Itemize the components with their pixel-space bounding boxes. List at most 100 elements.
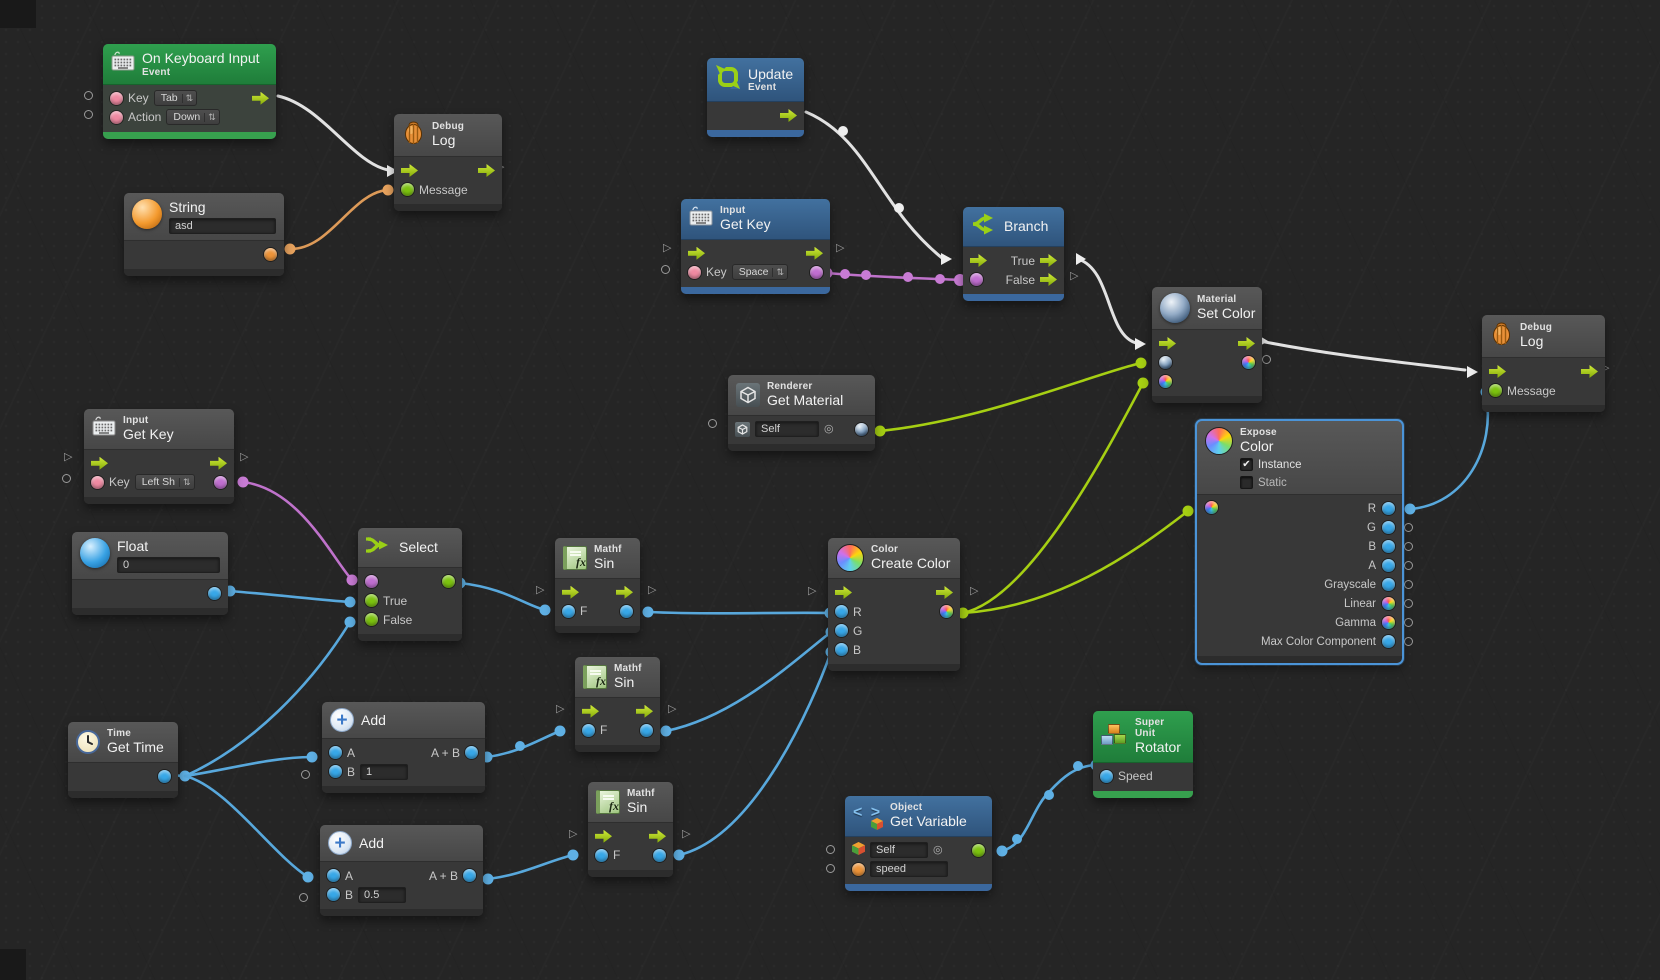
flow-in-port[interactable] xyxy=(835,586,852,599)
a-output-port[interactable] xyxy=(1382,559,1395,572)
flow-in-port[interactable] xyxy=(91,456,108,470)
a-input-port[interactable] xyxy=(327,869,340,882)
key-output-port[interactable] xyxy=(214,475,227,489)
flow-out-port[interactable] xyxy=(636,704,653,718)
flow-in-port[interactable] xyxy=(1159,337,1176,350)
color-output-port[interactable] xyxy=(1242,356,1255,369)
color-input-port[interactable] xyxy=(1159,375,1172,388)
variable-name-port[interactable] xyxy=(852,862,865,876)
key-dropdown[interactable]: Left Sh⇅ xyxy=(134,474,195,491)
key-input-port[interactable] xyxy=(110,91,123,105)
grayscale-output-port[interactable] xyxy=(1382,578,1395,591)
flow-out-port[interactable] xyxy=(649,829,666,843)
r-output-port[interactable] xyxy=(1382,502,1395,515)
string-output-port[interactable] xyxy=(264,247,277,261)
material-output-port[interactable] xyxy=(855,422,868,436)
key-input-port[interactable] xyxy=(91,475,104,489)
node-update-event[interactable]: Update Event xyxy=(707,58,804,137)
flow-out-port[interactable] xyxy=(478,164,495,177)
flow-in-port[interactable] xyxy=(582,704,599,718)
speed-input-port[interactable] xyxy=(1100,769,1113,783)
condition-input-port[interactable] xyxy=(365,575,378,588)
r-input-port[interactable] xyxy=(835,605,848,618)
sum-output-port[interactable] xyxy=(465,746,478,759)
linear-output-port[interactable] xyxy=(1382,597,1395,610)
b-value-field[interactable]: 1 xyxy=(360,763,409,780)
flow-in-port[interactable] xyxy=(562,585,579,599)
node-on-keyboard-input[interactable]: On Keyboard Input Event Key Tab⇅ Action … xyxy=(103,44,276,139)
key-dropdown[interactable]: Space⇅ xyxy=(731,264,789,281)
flow-out-port[interactable] xyxy=(616,585,633,599)
float-value-field[interactable]: 0 xyxy=(117,556,220,573)
flow-out-port[interactable] xyxy=(252,91,269,105)
a-input-port[interactable] xyxy=(329,746,342,759)
result-output-port[interactable] xyxy=(640,723,653,737)
node-string-literal[interactable]: String asd xyxy=(124,193,284,276)
node-sin-a[interactable]: fx Mathf Sin F xyxy=(555,538,640,633)
b-input-port[interactable] xyxy=(329,765,342,778)
float-output-port[interactable] xyxy=(208,586,221,600)
result-output-port[interactable] xyxy=(620,604,633,618)
f-input-port[interactable] xyxy=(562,604,575,618)
node-debug-log-right[interactable]: Debug Log Message xyxy=(1482,315,1605,412)
flow-in-port[interactable] xyxy=(970,254,987,267)
target-picker-icon[interactable]: ◎ xyxy=(933,843,943,856)
action-input-port[interactable] xyxy=(110,110,123,124)
b-input-port[interactable] xyxy=(327,888,340,901)
action-dropdown[interactable]: Down⇅ xyxy=(166,109,220,126)
flow-out-port[interactable] xyxy=(780,109,797,122)
node-sin-c[interactable]: fx Mathf Sin F xyxy=(588,782,673,877)
node-select[interactable]: Select True False xyxy=(358,528,462,641)
false-out-port[interactable] xyxy=(1040,273,1057,286)
string-value-field[interactable]: asd xyxy=(169,217,276,234)
flow-out-port[interactable] xyxy=(1238,337,1255,350)
f-input-port[interactable] xyxy=(595,848,608,862)
node-expose-color[interactable]: Expose Color ✔Instance Static R G B A Gr… xyxy=(1195,419,1404,665)
condition-input-port[interactable] xyxy=(970,273,983,286)
static-checkbox[interactable] xyxy=(1240,476,1253,490)
sum-output-port[interactable] xyxy=(463,869,476,882)
gamma-output-port[interactable] xyxy=(1382,616,1395,629)
b-value-field[interactable]: 0.5 xyxy=(358,886,407,903)
node-set-color[interactable]: Material Set Color xyxy=(1152,287,1262,403)
f-input-port[interactable] xyxy=(582,723,595,737)
node-get-variable[interactable]: < > Object Get Variable Self ◎ speed xyxy=(845,796,992,891)
flow-in-port[interactable] xyxy=(1489,365,1506,378)
node-get-key-shift[interactable]: Input Get Key Key Left Sh⇅ xyxy=(84,409,234,504)
false-input-port[interactable] xyxy=(365,613,378,626)
node-debug-log-top[interactable]: Debug Log Message xyxy=(394,114,502,211)
g-output-port[interactable] xyxy=(1382,521,1395,534)
value-output-port[interactable] xyxy=(972,843,985,857)
instance-checkbox[interactable]: ✔ xyxy=(1240,458,1253,472)
true-out-port[interactable] xyxy=(1040,254,1057,267)
flow-out-port[interactable] xyxy=(936,586,953,599)
message-input-port[interactable] xyxy=(401,183,414,196)
flow-in-port[interactable] xyxy=(688,246,705,260)
node-get-time[interactable]: Time Get Time xyxy=(68,722,178,798)
b-input-port[interactable] xyxy=(835,643,848,656)
node-rotator[interactable]: Super Unit Rotator Speed xyxy=(1093,711,1193,798)
node-float-literal[interactable]: Float 0 xyxy=(72,532,228,615)
color-output-port[interactable] xyxy=(940,605,953,618)
g-input-port[interactable] xyxy=(835,624,848,637)
variable-name-field[interactable]: speed xyxy=(870,861,948,878)
node-get-material[interactable]: Renderer Get Material Self ◎ xyxy=(728,375,875,451)
node-sin-b[interactable]: fx Mathf Sin F xyxy=(575,657,660,752)
color-input-port[interactable] xyxy=(1205,501,1218,514)
key-input-port[interactable] xyxy=(688,265,701,279)
node-branch[interactable]: Branch True False xyxy=(963,207,1064,301)
flow-in-port[interactable] xyxy=(401,164,418,177)
target-field[interactable]: Self xyxy=(755,421,819,438)
time-output-port[interactable] xyxy=(158,769,171,783)
message-input-port[interactable] xyxy=(1489,384,1502,397)
selection-output-port[interactable] xyxy=(442,575,455,588)
target-field[interactable]: Self xyxy=(870,842,928,859)
target-picker-icon[interactable]: ◎ xyxy=(824,422,834,435)
node-get-key-space[interactable]: Input Get Key Key Space⇅ xyxy=(681,199,830,294)
flow-in-port[interactable] xyxy=(595,829,612,843)
key-dropdown[interactable]: Tab⇅ xyxy=(153,90,198,107)
node-create-color[interactable]: Color Create Color R G B xyxy=(828,538,960,671)
